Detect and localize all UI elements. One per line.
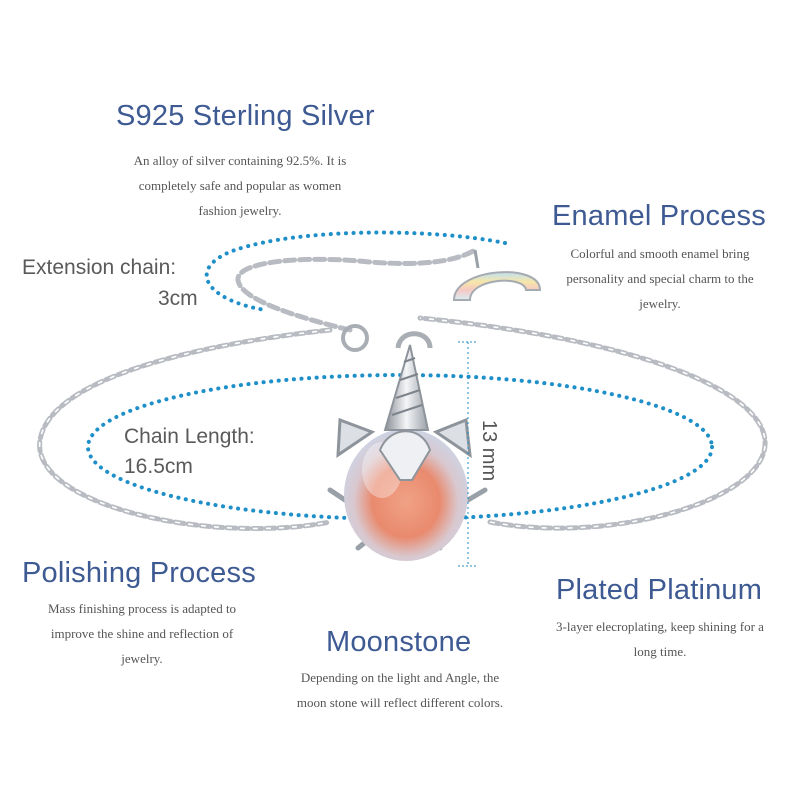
sterling-silver-description: An alloy of silver containing 92.5%. It … [110, 148, 370, 223]
enamel-description: Colorful and smooth enamel bring persona… [545, 241, 775, 316]
polishing-title: Polishing Process [22, 557, 256, 589]
extension-chain-label: Extension chain: [22, 256, 177, 279]
moonstone-line-1: Depending on the light and Angle, the [300, 670, 500, 685]
sterling-silver-line-3: fashion jewelry. [198, 203, 282, 218]
platinum-title: Plated Platinum [556, 574, 763, 606]
platinum-line-1: 3-layer elecroplating, keep shining for … [556, 619, 764, 634]
extension-chain-guide [204, 230, 507, 312]
enamel-line-2: personality and special charm to the [566, 271, 754, 286]
enamel-line-1: Colorful and smooth enamel bring [570, 246, 750, 261]
pendant-height-marker [458, 341, 478, 567]
polishing-line-1: Mass finishing process is adapted to [47, 601, 237, 616]
moonstone-description: Depending on the light and Angle, the mo… [270, 665, 530, 715]
sterling-silver-line-1: An alloy of silver containing 92.5%. It … [133, 153, 347, 168]
polishing-line-2: improve the shine and reflection of [50, 626, 234, 641]
platinum-line-2: long time. [633, 644, 687, 659]
unicorn-pendant [327, 331, 488, 561]
extension-chain-length: 3cm [158, 287, 198, 310]
enamel-title: Enamel Process [552, 200, 766, 232]
platinum-description: 3-layer elecroplating, keep shining for … [540, 614, 780, 664]
moonstone-line-2: moon stone will reflect different colors… [296, 695, 504, 710]
bracelet-chain-inner [39, 317, 766, 530]
polishing-description: Mass finishing process is adapted to imp… [22, 596, 262, 671]
chain-length-guide [86, 373, 714, 521]
chain-length-label: Chain Length: [124, 425, 255, 448]
enamel-line-3: jewelry. [639, 296, 681, 311]
sterling-silver-line-2: completely safe and popular as women [138, 178, 342, 193]
sterling-silver-title: S925 Sterling Silver [116, 100, 375, 132]
pendant-height-label: 13 mm [478, 420, 500, 482]
rainbow-charm [452, 249, 542, 301]
polishing-line-3: jewelry. [121, 651, 163, 666]
chain-length-value: 16.5cm [124, 455, 193, 478]
clasp-ring [341, 324, 369, 352]
moonstone-title: Moonstone [326, 626, 472, 658]
extension-chain [235, 247, 478, 333]
